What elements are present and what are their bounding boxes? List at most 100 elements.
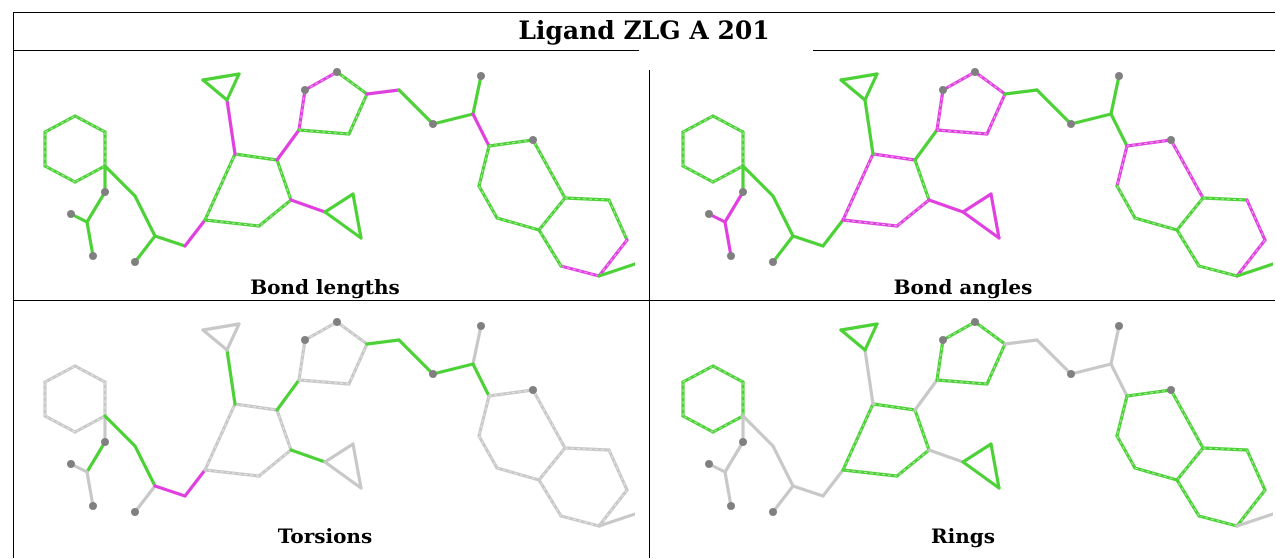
bond-q-m2 — [85, 190, 107, 224]
bond-dash-p3-p4 — [974, 321, 1006, 345]
bond-r4-cp2a — [289, 198, 327, 214]
bond-l3-n1 — [1109, 112, 1129, 148]
caption-torsions: Torsions — [277, 524, 373, 548]
bond-dash-n5-n6 — [1170, 389, 1204, 449]
bond-dash-n10-n4 — [1176, 479, 1200, 517]
atom-c3 — [131, 258, 139, 266]
atom-q — [101, 438, 109, 446]
bond-m2-m3 — [723, 220, 733, 258]
bond-p4-l1 — [1003, 338, 1039, 346]
bond-r5-r1 — [203, 468, 261, 478]
panel-bond-angles: Bond angles — [653, 52, 1273, 300]
title-separator-left — [13, 50, 639, 51]
bond-m2-m3 — [85, 220, 95, 258]
bond-c1-c2 — [771, 194, 795, 238]
bond-dash-n8-n9 — [1236, 239, 1266, 277]
bond-r5-r1 — [203, 218, 261, 228]
bond-dash-n10-n4 — [538, 229, 562, 267]
bond-dash-r3-r4 — [914, 409, 930, 451]
atom-n6 — [1167, 136, 1175, 144]
bond-dash-p1-p2 — [298, 89, 306, 131]
atom-l2 — [429, 370, 437, 378]
bond-dash-n4-n5 — [1176, 197, 1204, 231]
bond-b3-c1 — [741, 164, 775, 198]
bond-dash-r3-r4 — [276, 409, 292, 451]
bond-c2-c4 — [153, 234, 187, 248]
molecule-torsions — [43, 318, 635, 528]
atom-p3 — [333, 68, 341, 76]
bond-l3-l4 — [1109, 74, 1121, 116]
bond-dash-p5-p1 — [936, 129, 988, 135]
molecule-rings — [681, 318, 1273, 528]
bond-dash-p4-p5 — [348, 343, 368, 385]
bond-cp1a-cp1b — [201, 328, 229, 352]
atom-l2 — [429, 120, 437, 128]
bond-r4-cp2a — [927, 198, 965, 214]
bond-dash-n2-n3 — [478, 435, 498, 469]
bond-cp2b-cp2c — [989, 192, 1001, 240]
bond-c2-c3 — [771, 484, 795, 514]
bond-l2-l3 — [431, 362, 475, 376]
bond-dash-r3-r4 — [276, 159, 292, 201]
bond-dash-n5-n7 — [564, 447, 610, 451]
bond-b6-b1 — [681, 114, 715, 134]
bond-dash-n8-n9 — [1236, 489, 1266, 527]
bond-dash-n1-n2 — [478, 145, 490, 187]
bond-r4-cp2a — [927, 448, 965, 464]
bond-dash-n6-n1 — [488, 139, 534, 147]
bond-dash-n9-n10 — [1198, 515, 1238, 527]
bond-dash-p5-p1 — [936, 379, 988, 385]
bond-cp1a-cp1b — [839, 78, 867, 102]
atom-m3 — [89, 252, 97, 260]
bond-dash-n3-n4 — [1134, 467, 1178, 481]
atom-l2 — [1067, 120, 1075, 128]
atom-l4 — [1115, 322, 1123, 330]
bond-dash-r4-r5 — [896, 199, 930, 227]
atom-p2 — [939, 336, 947, 344]
bond-b4-b5 — [681, 164, 715, 184]
atom-m3 — [727, 252, 735, 260]
bond-dash-n9-n10 — [560, 265, 600, 277]
bond-cp2c-cp2a — [323, 460, 363, 490]
bond-dash-p1-p2 — [298, 339, 306, 381]
bond-l1-l2 — [1035, 88, 1073, 126]
bond-b3-c1 — [103, 414, 137, 448]
bond-dash-n8-n9 — [598, 489, 628, 527]
atom-m1 — [705, 460, 713, 468]
bond-dash-n10-n4 — [1176, 229, 1200, 267]
bond-dash-p3-p4 — [336, 321, 368, 345]
bond-cp1b-cp1c — [201, 72, 241, 82]
bond-cp2c-cp2a — [961, 460, 1001, 490]
left-border — [13, 12, 14, 558]
panel-bond-lengths: Bond lengths — [15, 52, 635, 300]
bond-dash-r4-r5 — [258, 449, 292, 477]
bond-dash-n9-n10 — [560, 515, 600, 527]
atom-l2 — [1067, 370, 1075, 378]
bond-dash-r2-r3 — [872, 153, 916, 161]
bond-dash-p3-p4 — [974, 71, 1006, 95]
bond-cp2a-cp2b — [961, 192, 993, 214]
bond-l3-l4 — [471, 324, 483, 366]
atom-m3 — [727, 502, 735, 510]
bond-c1-c2 — [133, 194, 157, 238]
bond-p4-l1 — [1003, 88, 1039, 96]
bond-l3-n1 — [1109, 362, 1129, 398]
bond-dash-n5-n7 — [1202, 197, 1248, 201]
bond-b4-b5 — [43, 414, 77, 434]
bond-b4-b5 — [43, 164, 77, 184]
bond-dash-n1-n2 — [478, 395, 490, 437]
bond-l1-l2 — [397, 338, 435, 376]
bond-dash-n10-n4 — [538, 479, 562, 517]
bond-q-m2 — [723, 440, 745, 474]
bond-r4-cp2a — [289, 448, 327, 464]
bond-cp2c-cp2a — [323, 210, 363, 240]
bond-l2-l3 — [1069, 112, 1113, 126]
bond-m2-m3 — [723, 470, 733, 508]
bond-b4-b5 — [681, 414, 715, 434]
bond-dash-n6-n1 — [1126, 389, 1172, 397]
bond-dash-n4-n5 — [538, 447, 566, 481]
bond-dash-n1-n2 — [1116, 145, 1128, 187]
bond-cp2a-cp2b — [323, 192, 355, 214]
caption-bond-angles: Bond angles — [893, 275, 1033, 299]
bond-dash-n8-n9 — [598, 239, 628, 277]
